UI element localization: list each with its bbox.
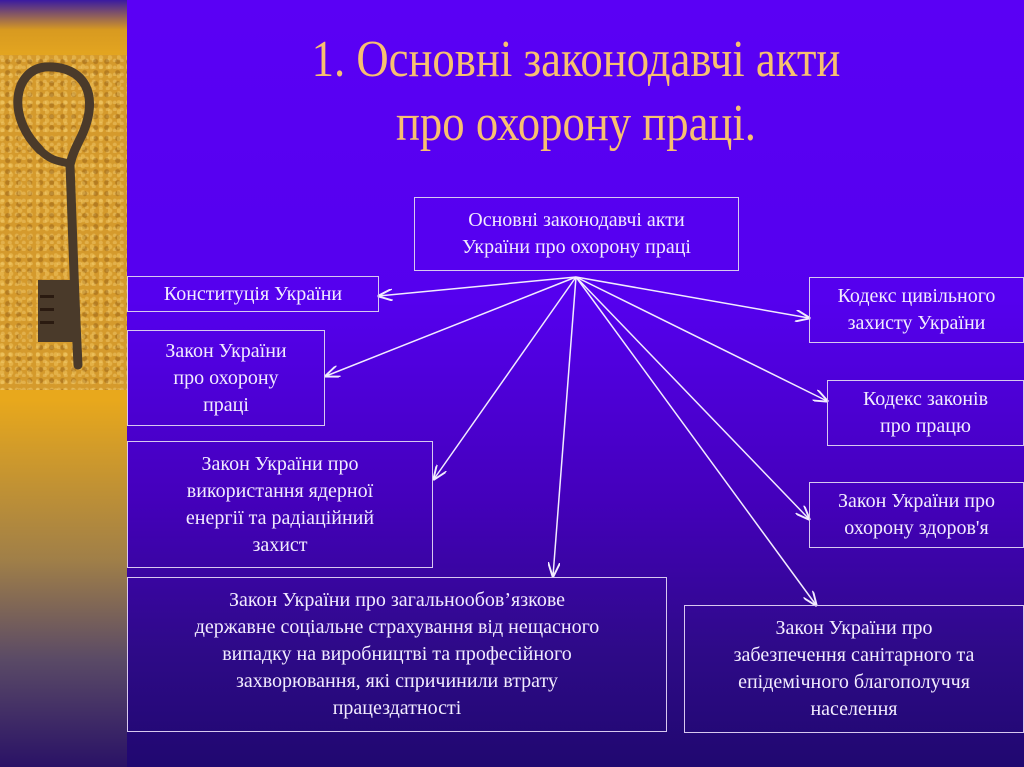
node-health-protection-law: Закон України про охорону здоров'я — [809, 482, 1024, 548]
node-constitution: Конституція України — [127, 276, 379, 312]
node-civil-protection-code: Кодекс цивільного захисту України — [809, 277, 1024, 343]
title-line-1: 1. Основні законодавчі акти — [311, 31, 841, 88]
key-icon — [13, 62, 95, 370]
node-sanitary-welfare-law: Закон України про забезпечення санітарно… — [684, 605, 1024, 733]
root-node: Основні законодавчі акти України про охо… — [414, 197, 739, 271]
title-line-2: про охорону праці. — [396, 95, 756, 152]
slide-title: 1. Основні законодавчі акти про охорону … — [191, 28, 962, 156]
node-labor-code: Кодекс законів про працю — [827, 380, 1024, 446]
node-labor-protection-law: Закон України про охорону праці — [127, 330, 325, 426]
node-nuclear-energy-law: Закон України про використання ядерної е… — [127, 441, 433, 568]
node-social-insurance-law: Закон України про загальнообов’язкове де… — [127, 577, 667, 732]
